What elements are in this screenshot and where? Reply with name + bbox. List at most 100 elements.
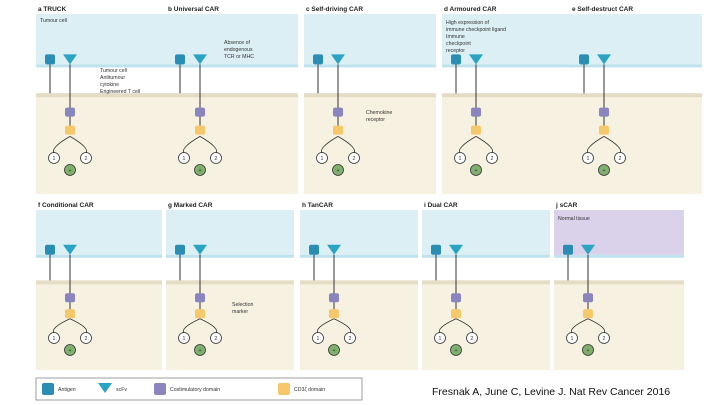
tumour-membrane (166, 254, 294, 258)
panel-title: i Dual CAR (424, 202, 458, 209)
t-cell-region (422, 280, 550, 370)
tumour-cell-region (442, 14, 574, 65)
legend-scfv-swatch (98, 383, 112, 393)
tumour-membrane (300, 254, 418, 258)
panel-title: e Self-destruct CAR (572, 6, 633, 13)
chain-label-1: 1 (439, 336, 442, 342)
activation-label: + (69, 348, 72, 354)
t-cell-membrane (36, 280, 162, 285)
signal-arrows (52, 136, 88, 154)
t-cell-region (166, 280, 294, 370)
t-cell-membrane (304, 93, 436, 98)
chain-label-2: 2 (349, 336, 352, 342)
tumour-cell-region (36, 210, 162, 255)
signal-arrows (458, 136, 494, 154)
activation-label: + (69, 168, 72, 174)
chain-label-2: 2 (353, 156, 356, 162)
activation-label: + (475, 168, 478, 174)
t-cell-region (166, 93, 298, 194)
t-cell-membrane (166, 280, 294, 285)
activation-node (582, 344, 594, 356)
tumour-membrane (166, 64, 298, 68)
panel-label: Normal tissue (558, 216, 590, 222)
panel-title: b Universal CAR (168, 6, 219, 13)
antigen (579, 54, 589, 65)
costim-domain (195, 107, 205, 117)
costim-domain (329, 293, 339, 303)
panel-title: d Armoured CAR (444, 6, 497, 13)
tumour-cell-region (166, 14, 298, 65)
antigen (175, 244, 185, 255)
antigen (563, 244, 573, 255)
t-cell-region (442, 93, 574, 194)
t-cell-region (300, 280, 418, 370)
activation-node (328, 344, 340, 356)
chain-label-1: 1 (459, 156, 462, 162)
t-cell-membrane (422, 280, 550, 285)
panel-title: c Self-driving CAR (306, 6, 363, 13)
tumour-membrane (422, 254, 550, 258)
scfv (63, 54, 77, 65)
antigen (45, 244, 55, 255)
chain-label-1: 1 (571, 336, 574, 342)
t-cell-region (36, 93, 168, 194)
panel-label: Engineered T cell (100, 89, 140, 95)
activation-node (598, 164, 610, 176)
cd3z-domain (65, 125, 75, 135)
activation-node (194, 164, 206, 176)
tumour-cell-region (36, 14, 168, 65)
scfv (193, 244, 207, 255)
panel-label: checkpoint (446, 41, 471, 47)
costim-domain (333, 107, 343, 117)
signal-arrows (52, 318, 88, 334)
activation-label: + (337, 168, 340, 174)
signal-arrows (320, 136, 356, 154)
costim-domain (471, 107, 481, 117)
panel-label: marker (232, 309, 248, 315)
panel-label: Antitumour (100, 75, 125, 81)
panel-label: endogenous (224, 47, 253, 53)
tumour-membrane (304, 64, 436, 68)
costim-domain (65, 107, 75, 117)
activation-label: + (333, 348, 336, 354)
chain-label-2: 2 (215, 156, 218, 162)
panel-label: Tumour cell (100, 68, 127, 74)
t-cell-membrane (300, 280, 418, 285)
tumour-cell-region (304, 14, 436, 65)
tumour-cell-region (166, 210, 294, 255)
panel-title: a TRUCK (38, 6, 66, 13)
panel-title: h TanCAR (302, 202, 333, 209)
cd3z-domain (195, 309, 205, 319)
t-cell-region (36, 280, 162, 370)
activation-node (332, 164, 344, 176)
activation-label: + (587, 348, 590, 354)
activation-node (194, 344, 206, 356)
chain-label-2: 2 (603, 336, 606, 342)
scfv (597, 54, 611, 65)
costim-domain (599, 107, 609, 117)
signal-arrows (586, 136, 622, 154)
panel-label: immune checkpoint ligand (446, 27, 506, 33)
tumour-cell-region (300, 210, 418, 255)
tumour-cell-region (422, 210, 550, 255)
chain-label-2: 2 (471, 336, 474, 342)
cd3z-domain (333, 125, 343, 135)
t-cell-region (304, 93, 436, 194)
antigen (309, 244, 319, 255)
tumour-membrane (554, 254, 684, 258)
tumour-membrane (570, 64, 702, 68)
t-cell-region (570, 93, 702, 194)
chain-label-2: 2 (85, 156, 88, 162)
chain-label-1: 1 (321, 156, 324, 162)
scfv (63, 244, 77, 255)
scfv (193, 54, 207, 65)
activation-node (64, 344, 76, 356)
antigen (45, 54, 55, 65)
antigen (313, 54, 323, 65)
